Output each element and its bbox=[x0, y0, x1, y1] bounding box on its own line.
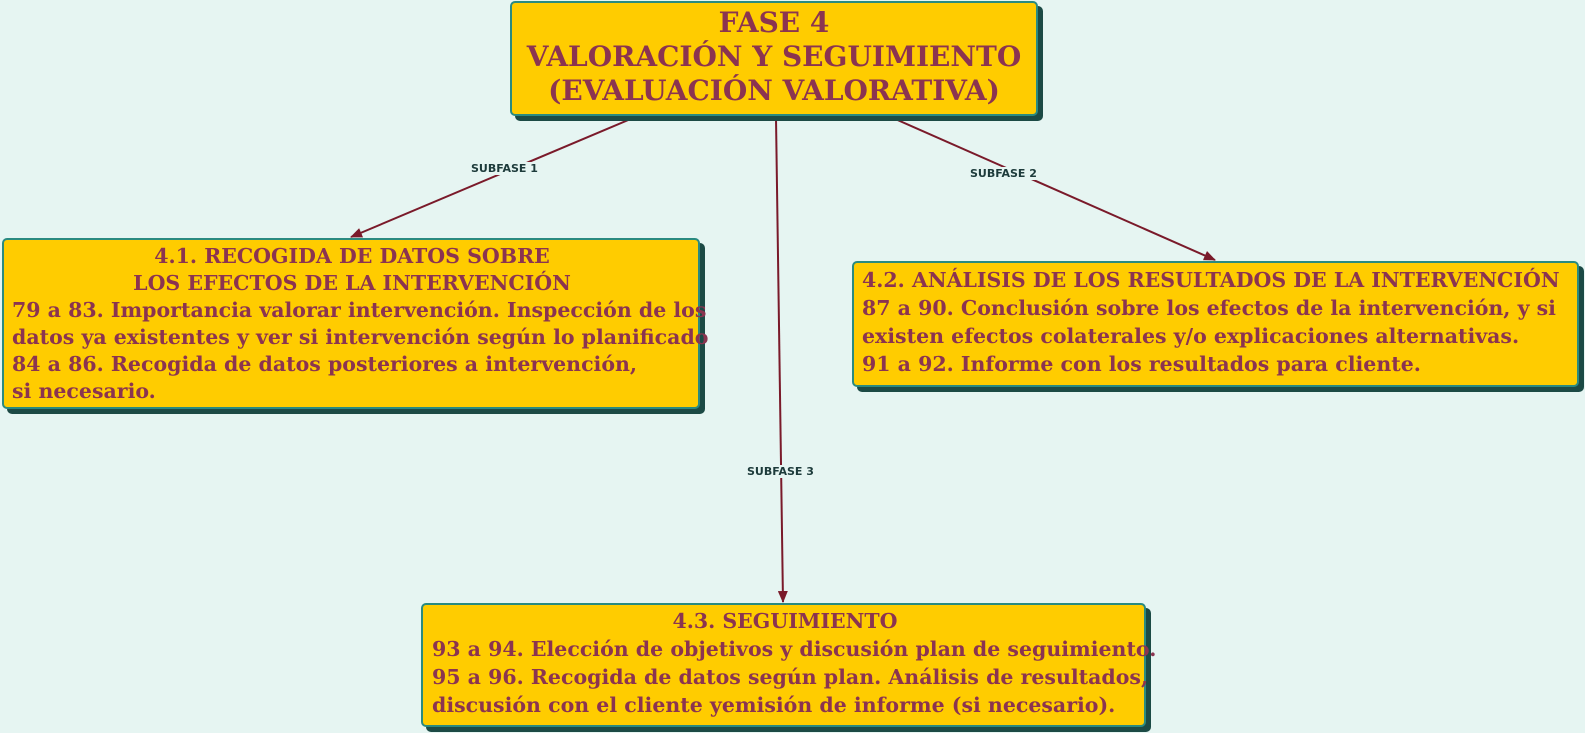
edge-label-subfase-2: SUBFASE 2 bbox=[968, 167, 1039, 180]
edge-subfase-3 bbox=[775, 117, 788, 603]
node-fase-4-line-1: FASE 4 bbox=[718, 6, 830, 39]
node-4-2-body-line-2: existen efectos colaterales y/o explicac… bbox=[862, 324, 1520, 348]
node-4-2-body-line-3: 91 a 92. Informe con los resultados para… bbox=[862, 352, 1421, 376]
node-4-3-body-line-1: 93 a 94. Elección de objetivos y discusi… bbox=[432, 637, 1157, 661]
node-4-1-title-line-1: 4.1. RECOGIDA DE DATOS SOBRE bbox=[154, 244, 550, 268]
node-4-1-body-line-4: si necesario. bbox=[12, 379, 156, 403]
node-4-2-body-line-1: 87 a 90. Conclusión sobre los efectos de… bbox=[862, 296, 1556, 320]
node-4-3-title: 4.3. SEGUIMIENTO bbox=[672, 609, 898, 633]
edge-subfase-1 bbox=[350, 117, 634, 238]
edge-subfase-2 bbox=[892, 117, 1216, 261]
node-4-3-body-line-2: 95 a 96. Recogida de datos según plan. A… bbox=[432, 665, 1149, 689]
node-4-3-body-line-3: discusión con el cliente yemisión de inf… bbox=[432, 693, 1116, 717]
node-4-1-body-line-3: 84 a 86. Recogida de datos posteriores a… bbox=[12, 352, 638, 376]
node-4-1-title-line-2: LOS EFECTOS DE LA INTERVENCIÓN bbox=[133, 271, 571, 295]
node-4-2-title: 4.2. ANÁLISIS DE LOS RESULTADOS DE LA IN… bbox=[862, 268, 1560, 292]
node-4-1-body-line-2: datos ya existentes y ver si intervenció… bbox=[12, 325, 709, 349]
node-4-1-recogida-datos: 4.1. RECOGIDA DE DATOS SOBRE LOS EFECTOS… bbox=[2, 238, 709, 409]
node-4-1-body-line-1: 79 a 83. Importancia valorar intervenció… bbox=[12, 298, 707, 322]
node-fase-4: FASE 4 VALORACIÓN Y SEGUIMIENTO (EVALUAC… bbox=[510, 1, 1038, 116]
node-4-3-seguimiento: 4.3. SEGUIMIENTO 93 a 94. Elección de ob… bbox=[421, 603, 1157, 727]
node-4-2-analisis-resultados: 4.2. ANÁLISIS DE LOS RESULTADOS DE LA IN… bbox=[852, 261, 1579, 387]
node-fase-4-line-2: VALORACIÓN Y SEGUIMIENTO bbox=[526, 40, 1022, 73]
node-fase-4-line-3: (EVALUACIÓN VALORATIVA) bbox=[548, 74, 1000, 107]
edge-label-subfase-1: SUBFASE 1 bbox=[469, 162, 540, 175]
edge-label-subfase-3: SUBFASE 3 bbox=[745, 465, 816, 478]
